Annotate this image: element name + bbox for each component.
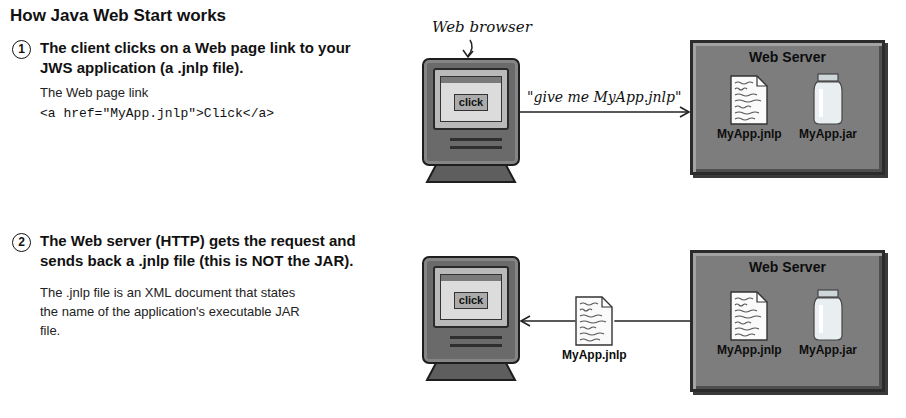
scribble-line [735, 100, 761, 102]
scribble-line [735, 118, 755, 120]
scribble-line [735, 304, 747, 306]
jar-icon [813, 289, 843, 341]
callout-label: Web browser [432, 18, 532, 36]
document-icon [730, 75, 768, 125]
step-note: The .jnlp file is an XML document that s… [40, 283, 315, 340]
scribble-line [735, 298, 753, 300]
leader-arrowhead [463, 50, 473, 57]
monitor-screen: click [433, 266, 509, 328]
web-server-box: Web ServerMyApp.jnlp MyApp.jar [690, 250, 885, 392]
computer-monitor: click [422, 256, 520, 364]
scribble-line [580, 315, 602, 317]
connector-arrow [520, 111, 689, 113]
scribble-line [580, 309, 592, 311]
browser-window: click [440, 76, 502, 122]
drive-slot [450, 344, 502, 347]
step-note: The Web page link [40, 83, 148, 102]
page-fold [757, 76, 767, 86]
button-label: click [454, 94, 488, 111]
window-titlebar [441, 77, 501, 83]
scribble-line [580, 321, 606, 323]
scribble-line [735, 322, 751, 324]
scribble-line [735, 82, 753, 84]
paper-sheet [731, 76, 767, 124]
file-label: MyApp.jnlp [715, 125, 784, 142]
jar-file: MyApp.jar [797, 73, 859, 142]
page-fold [757, 292, 767, 302]
connector-arrow [521, 320, 575, 322]
window-titlebar [441, 275, 501, 281]
callout-number: 1 [12, 40, 31, 59]
scribble-line [735, 106, 751, 108]
scribble-line [735, 112, 759, 114]
step-heading: The client clicks on a Web page link to … [40, 38, 385, 78]
computer-monitor: click [422, 58, 520, 166]
jar-highlight [819, 89, 823, 117]
browser-window: click [440, 274, 502, 320]
paper-sheet [576, 297, 612, 345]
jnlp-document: MyApp.jnlp [715, 291, 784, 358]
monitor-base [427, 165, 515, 182]
callout-number: 2 [12, 233, 31, 252]
jar-lid [818, 74, 838, 81]
monitor-base [427, 363, 515, 380]
file-label: MyApp.jar [797, 341, 859, 358]
document-icon [730, 291, 768, 341]
drive-slot [450, 146, 502, 149]
scribble-line [580, 327, 596, 329]
file-label: MyApp.jnlp [560, 346, 629, 363]
server-name: Web Server [693, 43, 882, 66]
web-server-box: Web ServerMyApp.jnlp MyApp.jar [690, 40, 885, 175]
document-icon [575, 296, 613, 346]
file-label: MyApp.jnlp [715, 341, 784, 358]
step-heading: The Web server (HTTP) gets the request a… [40, 231, 375, 271]
scribble-line [580, 303, 598, 305]
page-title: How Java Web Start works [10, 6, 226, 26]
jar-body [814, 298, 842, 340]
drive-slot [450, 336, 502, 339]
scribble-line [735, 328, 759, 330]
jnlp-document: MyApp.jnlp [715, 75, 784, 142]
jar-file: MyApp.jar [797, 289, 859, 358]
button-label: click [454, 292, 488, 309]
scribble-line [580, 333, 604, 335]
scribble-line [735, 88, 747, 90]
drive-slot [450, 138, 502, 141]
scribble-line [580, 339, 600, 341]
code-snippet: <a href="MyApp.jnlp">Click</a> [40, 105, 274, 123]
page-fold [602, 297, 612, 307]
scribble-line [735, 334, 755, 336]
server-name: Web Server [693, 253, 882, 276]
jar-lid [818, 290, 838, 297]
jar-body [814, 82, 842, 124]
connector-arrow [614, 320, 690, 322]
jar-icon [813, 73, 843, 125]
monitor-screen: click [433, 68, 509, 130]
paper-sheet [731, 292, 767, 340]
file-label: MyApp.jar [797, 125, 859, 142]
jnlp-document: MyApp.jnlp [560, 296, 629, 363]
scribble-line [735, 94, 757, 96]
connector-label: "give me MyApp.jnlp" [524, 88, 685, 106]
scribble-line [735, 310, 757, 312]
scribble-line [735, 316, 761, 318]
jar-highlight [819, 305, 823, 333]
